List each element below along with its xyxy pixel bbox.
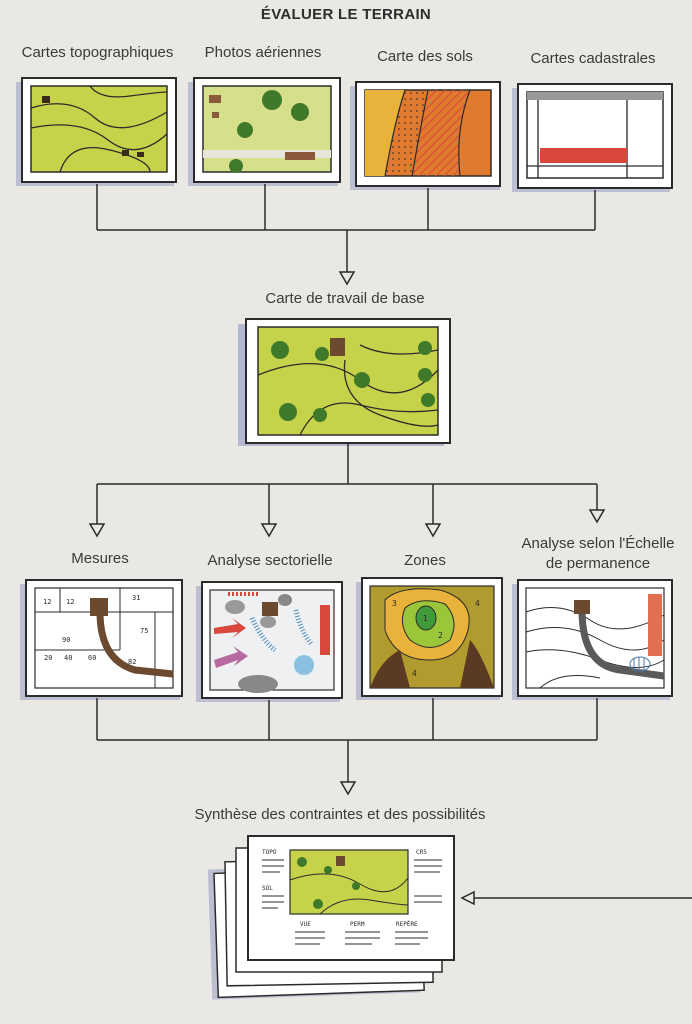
card-measures: 12 12 31 75 90 20 40 60 82 [20,579,183,700]
measure-2: 31 [132,594,140,602]
synthesis-note-0: TOPO [262,849,277,856]
page-title: ÉVALUER LE TERRAIN [260,6,432,23]
label-base-map: Carte de travail de base [265,290,425,307]
synthesis-note-1: SOL [262,885,273,892]
label-topo: Cartes topographiques [21,44,174,61]
card-topo [16,77,177,186]
measure-3: 75 [140,627,148,635]
arrow-to-zones [424,523,442,538]
feedback-arrow [460,890,692,906]
zone-3: 3 [392,599,397,608]
label-permanence-line1: Analyse selon l'Échelle [521,535,675,552]
measure-1: 12 [66,598,74,606]
zone-2: 2 [438,631,443,640]
connector-base [96,443,598,524]
measure-7: 60 [88,654,96,662]
measure-0: 12 [43,598,51,606]
label-zones: Zones [404,552,446,569]
connector-analyses [96,698,598,782]
card-soil [350,81,501,190]
arrow-to-sector [260,523,278,538]
synthesis-note-5: REPÈRE [396,920,418,928]
arrow-to-synthesis [339,781,357,796]
label-permanence: Analyse selon l'Échelle de permanence [508,534,688,574]
card-cadastral [512,83,673,192]
zone-4b: 4 [412,669,417,678]
label-measures: Mesures [71,550,129,567]
label-soil: Carte des sols [377,48,473,65]
measure-8: 82 [128,658,136,666]
zone-4a: 4 [475,599,480,608]
label-synthesis: Synthèse des contraintes et des possibil… [194,806,486,823]
connector-sources [96,184,596,272]
measure-5: 20 [44,654,52,662]
measure-6: 40 [64,654,72,662]
card-sector [196,581,343,702]
label-cadastral: Cartes cadastrales [530,50,656,67]
label-sector: Analyse sectorielle [207,552,333,569]
synthesis-note-4: PERM [350,921,365,928]
zone-1: 1 [423,614,428,623]
arrow-to-base [338,271,356,286]
card-base-map [238,318,451,446]
card-aerial [188,77,341,186]
synthesis-note-2: CR5 [416,849,427,856]
measure-4: 90 [62,636,70,644]
arrow-to-measures [88,523,106,538]
card-synthesis-stack: TOPO SOL CR5 VUE PERM REPÈRE [207,835,455,1000]
label-aerial: Photos aériennes [204,44,322,61]
card-permanence [512,579,673,700]
arrow-to-permanence [588,509,606,524]
synthesis-note-3: VUE [300,921,311,928]
label-permanence-line2: de permanence [545,555,651,572]
card-zones: 1 2 3 4 4 [356,577,503,700]
